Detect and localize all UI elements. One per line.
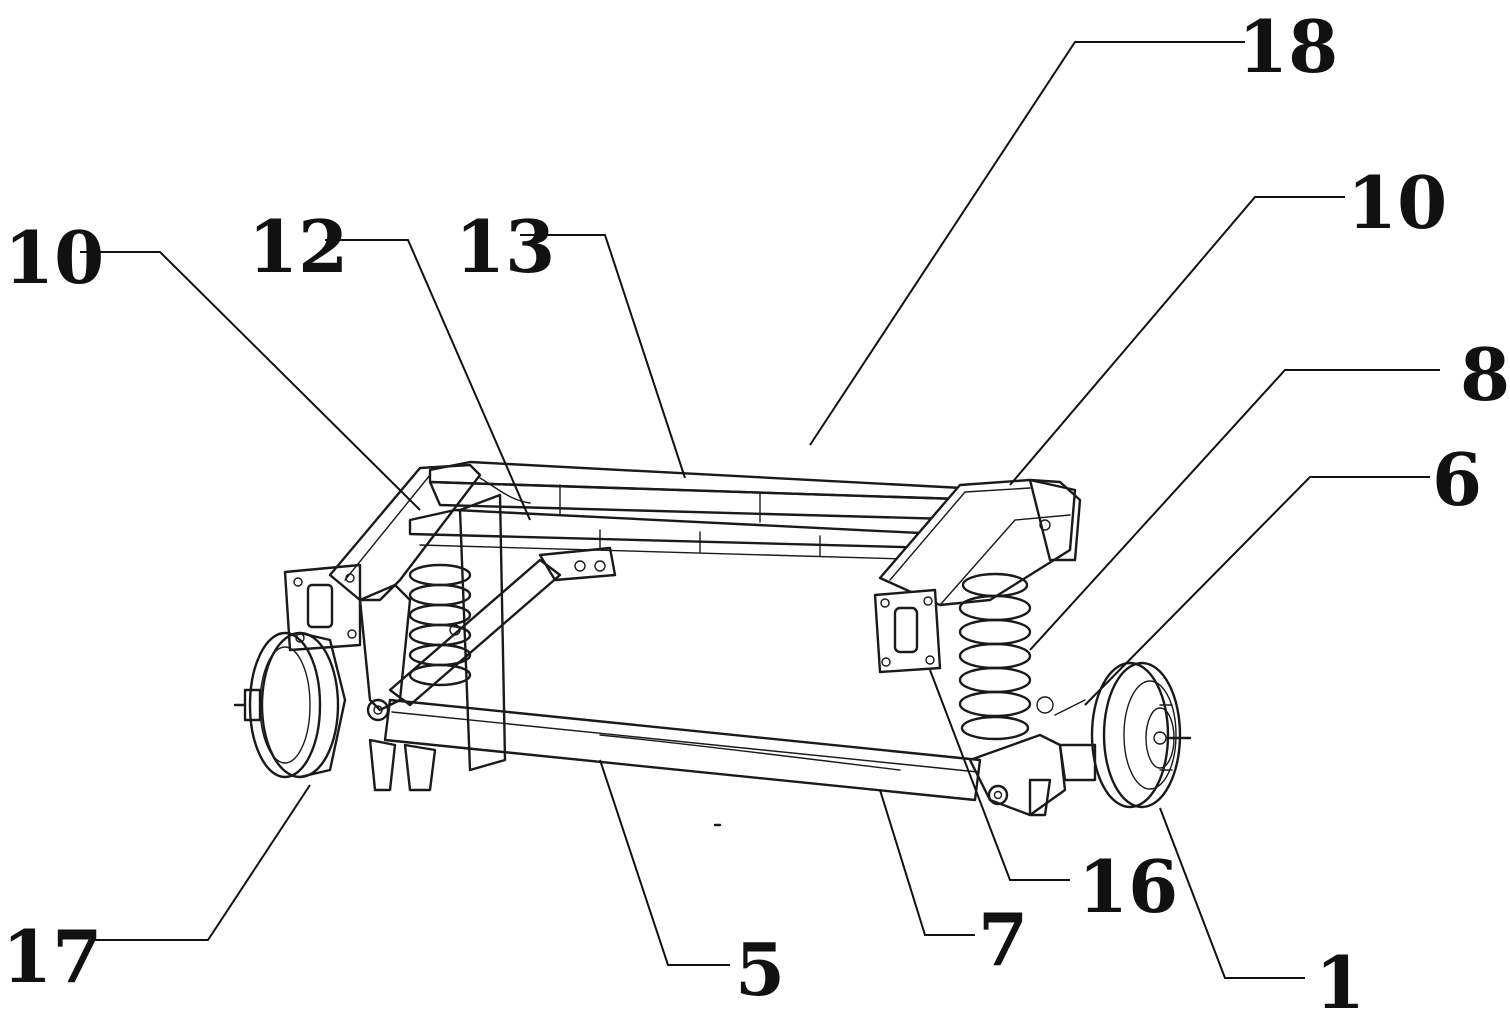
callout-10-right: 10 xyxy=(1347,160,1447,245)
leader-5 xyxy=(599,759,730,966)
left-coil-spring xyxy=(408,563,472,687)
leader-13 xyxy=(520,234,686,479)
leader-16 xyxy=(929,669,1070,881)
lower-cross-beam xyxy=(383,698,982,827)
callout-12: 12 xyxy=(248,204,348,289)
callout-1: 1 xyxy=(1315,940,1365,1021)
leader-8 xyxy=(1029,369,1440,651)
callout-7: 7 xyxy=(978,897,1028,982)
leader-1 xyxy=(1159,807,1305,979)
callout-5: 5 xyxy=(735,927,785,1012)
right-coil-spring xyxy=(958,572,1032,741)
callout-13: 13 xyxy=(455,204,555,289)
callout-8: 8 xyxy=(1460,332,1510,417)
leader-10-right xyxy=(1009,196,1345,486)
leader-7 xyxy=(879,789,975,936)
leader-17 xyxy=(95,784,311,941)
left-brake-drum xyxy=(233,631,437,792)
callout-10-left: 10 xyxy=(4,215,104,300)
leader-18 xyxy=(809,41,1245,446)
callout-18: 18 xyxy=(1238,4,1338,89)
callout-16: 16 xyxy=(1078,844,1178,929)
right-brake-drum xyxy=(1090,661,1192,809)
right-crossmember xyxy=(873,478,1082,674)
leader-12 xyxy=(325,239,531,521)
leader-10-left xyxy=(80,251,421,511)
left-crossmember xyxy=(283,463,507,772)
callout-17: 17 xyxy=(2,914,102,999)
suspension-line-art xyxy=(233,460,1192,827)
callout-numbers: 18 10 12 13 10 8 6 17 5 7 16 1 xyxy=(2,4,1510,1021)
leader-6 xyxy=(1084,476,1430,706)
callout-6: 6 xyxy=(1432,437,1482,522)
right-knuckle xyxy=(968,696,1097,817)
left-diagonal-arm xyxy=(388,546,617,707)
leader-lines xyxy=(80,41,1440,979)
